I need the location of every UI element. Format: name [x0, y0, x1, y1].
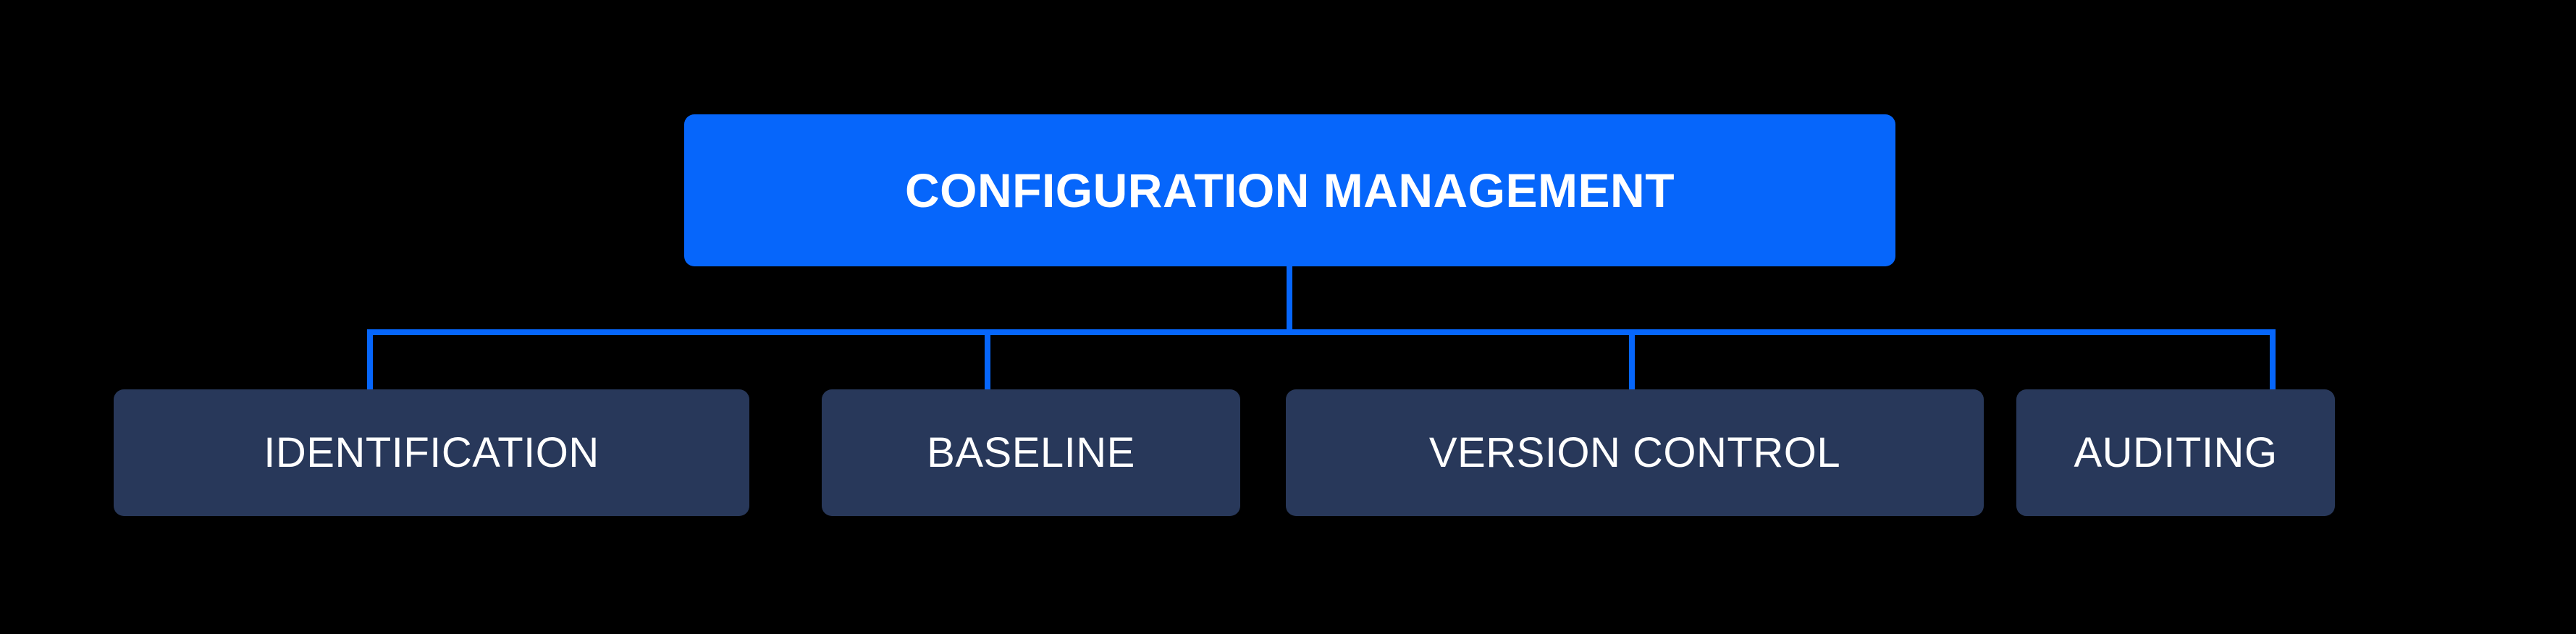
- child-node-label: AUDITING: [2074, 428, 2278, 476]
- child-node-auditing[interactable]: AUDITING: [2016, 389, 2335, 516]
- root-node-label: CONFIGURATION MANAGEMENT: [904, 164, 1675, 217]
- drop-to-auditing: [2270, 329, 2276, 389]
- child-node-label: VERSION CONTROL: [1428, 428, 1841, 476]
- child-node-baseline[interactable]: BASELINE: [822, 389, 1240, 516]
- child-node-version-control[interactable]: VERSION CONTROL: [1286, 389, 1984, 516]
- drop-to-identification: [367, 329, 373, 389]
- drop-to-version-control: [1629, 329, 1635, 389]
- root-node-configuration-management[interactable]: CONFIGURATION MANAGEMENT: [684, 114, 1895, 266]
- child-node-label: IDENTIFICATION: [264, 428, 599, 476]
- child-node-label: BASELINE: [927, 428, 1135, 476]
- child-node-identification[interactable]: IDENTIFICATION: [114, 389, 749, 516]
- root-to-bus-connector: [1287, 266, 1292, 331]
- horizontal-distribution-bus: [367, 329, 2276, 335]
- drop-to-baseline: [985, 329, 990, 389]
